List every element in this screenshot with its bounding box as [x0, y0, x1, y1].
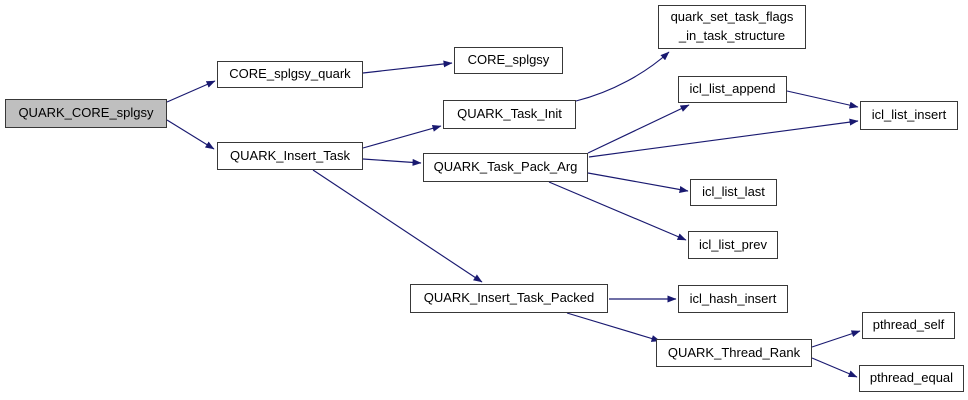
edge-quark-core-splgsy-to-quark-insert-task	[166, 119, 215, 150]
edge-quark-task-pack-arg-to-icl-list-insert	[588, 118, 859, 158]
node-quark-thread-rank[interactable]: QUARK_Thread_Rank	[656, 339, 812, 367]
edge-quark-task-pack-arg-to-icl-list-last	[587, 172, 689, 193]
edge-quark-insert-task-to-quark-task-pack-arg	[362, 158, 422, 166]
node-icl-list-append[interactable]: icl_list_append	[678, 76, 787, 103]
node-quark-set-task-flags-in-task-structure[interactable]: quark_set_task_flags _in_task_structure	[658, 5, 806, 49]
edge-quark-task-init-to-quark-set-task-flags-in-task-structure	[575, 51, 670, 102]
edge-quark-core-splgsy-to-core-splgsy-quark	[166, 80, 216, 103]
node-pthread-equal[interactable]: pthread_equal	[859, 365, 964, 392]
edge-quark-insert-task-to-quark-task-init	[362, 124, 442, 149]
edge-quark-insert-task-to-quark-insert-task-packed	[312, 169, 483, 283]
node-core-splgsy[interactable]: CORE_splgsy	[454, 47, 563, 74]
edge-quark-task-pack-arg-to-icl-list-prev	[548, 181, 687, 241]
edge-quark-insert-task-packed-to-quark-thread-rank	[566, 312, 661, 342]
node-quark-insert-task-packed[interactable]: QUARK_Insert_Task_Packed	[410, 284, 608, 313]
node-quark-task-init[interactable]: QUARK_Task_Init	[443, 100, 576, 129]
node-icl-hash-insert[interactable]: icl_hash_insert	[678, 285, 788, 313]
node-quark-task-pack-arg[interactable]: QUARK_Task_Pack_Arg	[423, 153, 588, 182]
node-core-splgsy-quark[interactable]: CORE_splgsy_quark	[217, 61, 363, 88]
edge-quark-task-pack-arg-to-icl-list-append	[587, 104, 690, 154]
edge-quark-thread-rank-to-pthread-equal	[811, 357, 858, 378]
node-icl-list-prev[interactable]: icl_list_prev	[688, 231, 778, 259]
node-quark-core-splgsy: QUARK_CORE_splgsy	[5, 99, 167, 128]
edge-icl-list-append-to-icl-list-insert	[786, 90, 859, 109]
node-icl-list-last[interactable]: icl_list_last	[690, 179, 777, 206]
edge-quark-thread-rank-to-pthread-self	[811, 330, 861, 348]
node-quark-insert-task[interactable]: QUARK_Insert_Task	[217, 142, 363, 170]
edge-core-splgsy-quark-to-core-splgsy	[362, 60, 453, 74]
node-icl-list-insert[interactable]: icl_list_insert	[860, 101, 958, 130]
node-pthread-self[interactable]: pthread_self	[862, 312, 955, 339]
